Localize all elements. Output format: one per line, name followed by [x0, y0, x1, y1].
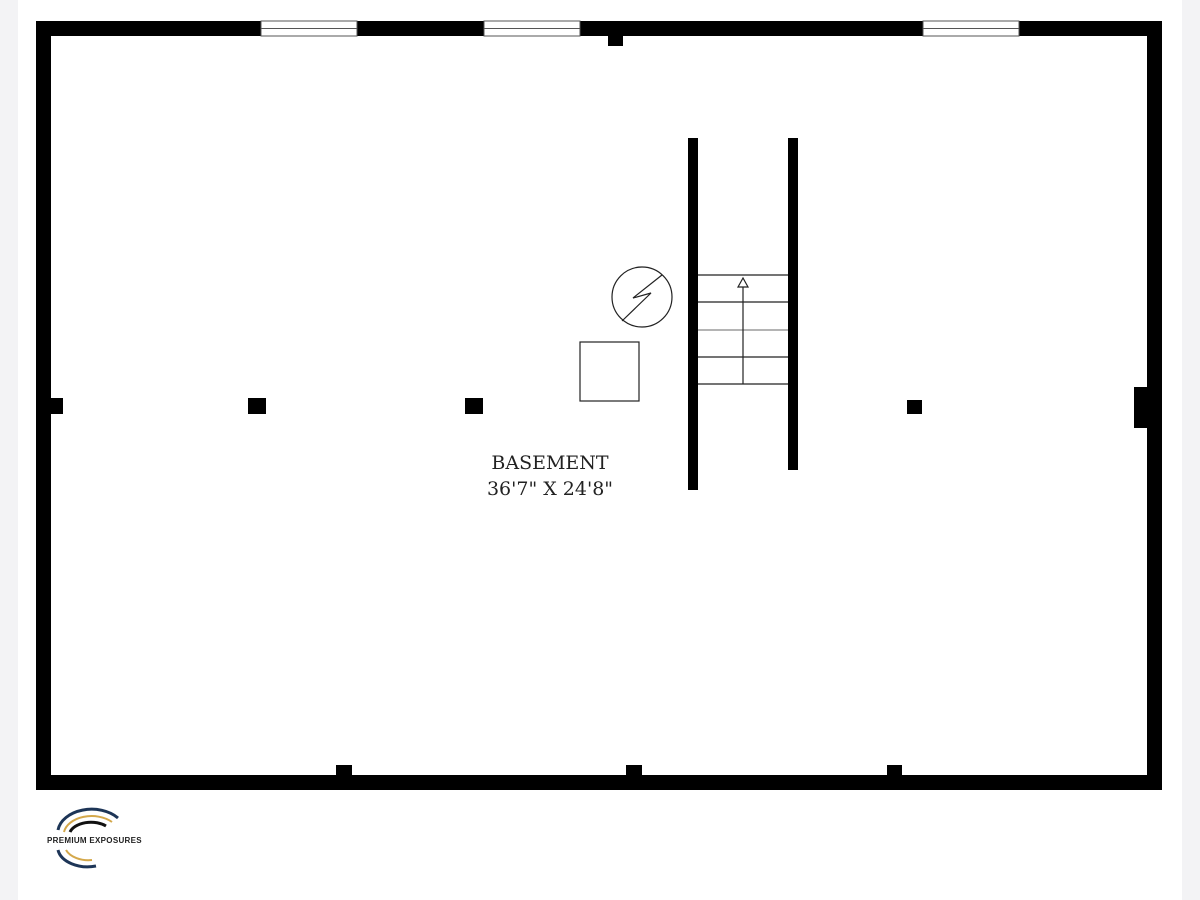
post	[336, 765, 352, 775]
post	[887, 765, 902, 775]
post	[626, 765, 642, 775]
exterior-walls	[36, 21, 1162, 790]
room-dimensions: 36'7" X 24'8"	[486, 478, 614, 500]
post	[465, 398, 483, 414]
staircase	[688, 138, 798, 490]
windows	[260, 20, 1020, 37]
floor-plan-sheet	[18, 0, 1182, 900]
support-posts	[51, 36, 1147, 775]
post	[608, 36, 623, 46]
electrical-panel-icon	[611, 266, 673, 328]
post	[51, 398, 63, 414]
post	[907, 400, 922, 414]
arrow-up-icon	[736, 276, 750, 288]
post	[1134, 387, 1147, 428]
logo-mark	[56, 807, 119, 869]
post	[248, 398, 266, 414]
room-name: BASEMENT	[491, 452, 609, 474]
mechanical-unit	[579, 341, 640, 402]
logo-text: PREMIUM EXPOSURES	[46, 836, 143, 845]
